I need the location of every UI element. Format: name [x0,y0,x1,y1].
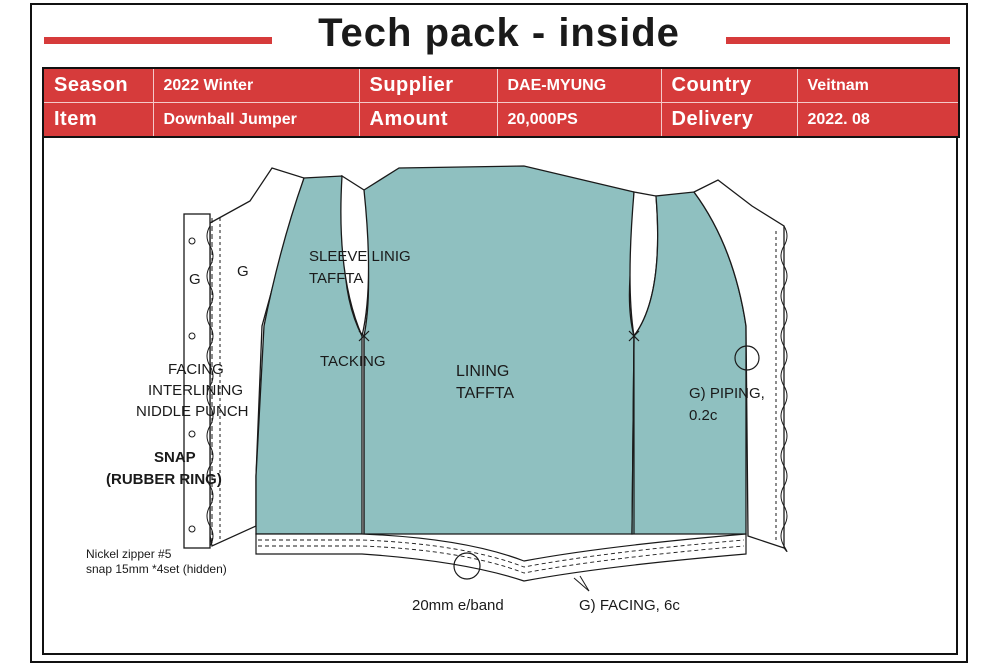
snap-spec-label: snap 15mm *4set (hidden) [86,562,227,576]
eband-label: 20mm e/band [412,597,504,614]
snap-label: SNAP [154,449,196,466]
bottom-facing-band [255,533,747,582]
garment-flat-drawing: G G SLEEVE LINIG TAFFTA TACKING LINING T… [86,165,788,614]
interlining-label: INTERLINING [148,382,243,399]
armhole-left [340,174,370,339]
amount-label: Amount [358,102,498,138]
delivery-label: Delivery [660,102,798,138]
item-label: Item [42,102,154,138]
season-label: Season [42,67,154,103]
tech-pack-page: Tech pack - inside Season 2022 Winter Su… [30,3,968,663]
info-row-2: Item Downball Jumper Amount 20,000PS Del… [42,102,960,138]
rubber-ring-label: (RUBBER RING) [106,471,222,488]
right-wavy-edge [780,225,788,552]
facing-leader-2 [579,575,590,592]
lining-panel-center [361,165,635,535]
sleeve-lining-fabric: TAFFTA [309,270,363,287]
title-rule-left [44,37,272,44]
amount-value: 20,000PS [496,102,662,138]
lining-label: LINING [456,363,509,380]
item-value: Downball Jumper [152,102,360,138]
country-value: Veitnam [796,67,960,103]
title-rule-right [726,37,950,44]
g-label-inner: G [237,263,249,280]
zipper-label: Nickel zipper #5 [86,547,172,561]
left-wavy-edge [206,225,214,547]
supplier-label: Supplier [358,67,498,103]
page-title: Tech pack - inside [318,11,680,55]
sleeve-lining-label: SLEEVE LINIG [309,248,411,265]
facing-leader-1 [573,577,590,592]
piping-detail-circle [734,345,760,371]
eband-detail-circle [453,552,481,580]
piping-size: 0.2c [689,407,718,424]
supplier-value: DAE-MYUNG [496,67,662,103]
eband-stitch-1 [258,539,745,568]
tacking-label: TACKING [320,353,386,370]
eband-stitch-2 [258,545,745,574]
tack-marks [358,330,640,342]
facing-label: FACING [168,361,224,378]
lining-fabric: TAFFTA [456,385,514,402]
spec-info-table: Season 2022 Winter Supplier DAE-MYUNG Co… [42,67,960,138]
country-label: Country [660,67,798,103]
title-bar: Tech pack - inside [32,9,966,63]
season-value: 2022 Winter [152,67,360,103]
info-row-1: Season 2022 Winter Supplier DAE-MYUNG Co… [42,67,960,103]
needle-punch-label: NIDDLE PUNCH [136,403,249,420]
piping-label: G) PIPING, [689,385,765,402]
g-label-left: G [189,271,201,288]
bottom-facing-label: G) FACING, 6c [579,597,680,614]
drawing-area: G G SLEEVE LINIG TAFFTA TACKING LINING T… [42,136,958,655]
zipper-strip [183,213,211,549]
snap-marks [188,237,196,533]
delivery-value: 2022. 08 [796,102,960,138]
